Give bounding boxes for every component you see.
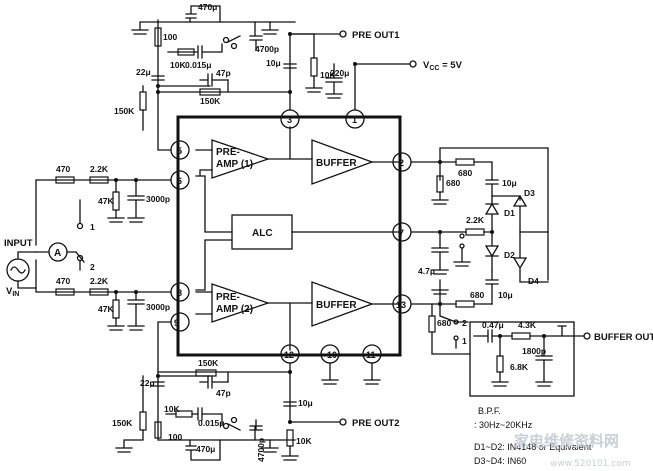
pre-out2-label: PRE OUT2 (352, 418, 400, 429)
svg-text:5: 5 (177, 146, 182, 156)
d1-label: D1 (504, 208, 515, 218)
buffer-out-label: BUFFER OUT (594, 332, 653, 343)
c47u-alc-label: 4.7μ (418, 266, 435, 276)
bpf-box (469, 321, 575, 397)
c047u-label: 0.47μ (482, 320, 504, 330)
svg-text:12: 12 (284, 350, 294, 360)
buffer1-triangle (311, 139, 374, 185)
preamp2-label: PRE- (216, 292, 240, 303)
buffer1-label: BUFFER (316, 158, 357, 169)
c1800p-label: 1800p (522, 346, 546, 356)
r100-bot-label: 100 (168, 432, 182, 442)
r680-d-label: 680 (437, 318, 451, 328)
d3-label: D3 (524, 188, 535, 198)
r150k-bot-v-label: 150K (112, 418, 133, 428)
vin-label: VIN (6, 286, 19, 298)
c22u-top-label: 22μ (136, 67, 151, 77)
d4-label: D4 (528, 276, 539, 286)
sw-o2-label: 2 (462, 318, 467, 328)
alc-label: ALC (252, 228, 273, 239)
input-label: INPUT (4, 238, 33, 249)
c0015-bot-label: 0.015μ (198, 418, 224, 428)
watermark-site: www.520101.com (550, 459, 631, 469)
r680-c-label: 680 (470, 290, 484, 300)
pre-out1-label: PRE OUT1 (352, 30, 400, 41)
note-d12: D1~D2: IN4148 or Equivalent (474, 442, 592, 452)
c0015-top-label: 0.015μ (185, 60, 211, 70)
r100-top-label: 100 (163, 32, 177, 42)
r150k-top-v-label: 150K (114, 106, 135, 116)
c10u-d2-label: 10μ (498, 290, 513, 300)
note-d34: D3~D4: IN60 (474, 456, 526, 466)
d2-label: D2 (504, 250, 515, 260)
pin-3: 3 (280, 109, 300, 129)
c10u-bot-label: 10μ (298, 398, 313, 408)
note-bpf-range: : 30Hz~20KHz (474, 420, 533, 430)
svg-text:8: 8 (177, 288, 182, 298)
pin-6: 6 (170, 170, 190, 190)
svg-text:13: 13 (396, 300, 406, 310)
r43k-label: 4.3K (518, 320, 537, 330)
svg-text:7: 7 (399, 228, 404, 238)
buffer2-triangle (311, 281, 374, 327)
c47p-top-label: 47p (216, 68, 231, 78)
c10u-top-label: 10μ (266, 58, 281, 68)
preamp1-label2: AMP (1) (216, 159, 253, 170)
ic-body (176, 115, 402, 357)
preamp1-triangle (211, 139, 271, 179)
svg-text:1: 1 (352, 115, 357, 125)
r10k-top-label: 10K (170, 60, 186, 70)
svg-text:10: 10 (327, 350, 337, 360)
pin-10: 9 (170, 312, 190, 332)
c470u-top-label: 470μ (198, 2, 217, 12)
r47k-a-label: 47K (98, 196, 114, 206)
c10u-d-label: 10μ (502, 178, 517, 188)
svg-text:2: 2 (399, 158, 404, 168)
c220u-label: 220μ (330, 68, 349, 78)
vcc-label: VCC = 5V (423, 60, 463, 72)
c3000p-a-label: 3000p (146, 194, 170, 204)
c3000p-b-label: 3000p (146, 302, 170, 312)
r10k-bot2-label: 10K (296, 436, 312, 446)
r10k-bot-label: 10K (164, 404, 180, 414)
r22k-alc-label: 2.2K (466, 215, 485, 225)
c47p-bot-label: 47p (216, 388, 231, 398)
note-bpf: B.P.F. (478, 406, 501, 416)
c22u-bot-label: 22μ (140, 378, 155, 388)
junction-dots (114, 32, 546, 424)
svg-text:9: 9 (174, 318, 179, 328)
watermark-brand: 家电维修资料网 (514, 432, 619, 450)
pin-1: 1 (345, 109, 365, 129)
pin-5: 5 (170, 140, 190, 160)
c4700p-bot-label: 4700p (256, 438, 266, 462)
r22k-a-label: 2.2K (90, 164, 109, 174)
c4700p-top-label: 4700p (255, 44, 279, 54)
pin-9: 8 (170, 282, 190, 302)
r22k-b-label: 2.2K (90, 276, 109, 286)
r680-b-label: 680 (458, 168, 472, 178)
r680-a-label: 680 (446, 178, 460, 188)
sw-2-label: 2 (90, 262, 95, 272)
r47k-b-label: 47K (98, 304, 114, 314)
sw-o1-label: 1 (462, 336, 467, 346)
r470-a-label: 470 (56, 164, 70, 174)
meter-a-label: A (54, 248, 61, 259)
c470u-bot-label: 470μ (196, 444, 215, 454)
r10k-top2-label: 10K (320, 70, 336, 80)
pin-13: 13 (392, 294, 412, 314)
buffer2-label: BUFFER (316, 300, 357, 311)
svg-text:3: 3 (287, 115, 292, 125)
svg-text:6: 6 (177, 176, 182, 186)
preamp2-label2: AMP (2) (216, 304, 253, 315)
r68k-label: 6.8K (510, 362, 529, 372)
svg-text:11: 11 (366, 350, 376, 360)
sw-1-label: 1 (90, 222, 95, 232)
r150k-top-h-label: 150K (200, 96, 221, 106)
r470-b-label: 470 (56, 276, 70, 286)
preamp1-label: PRE- (216, 147, 240, 158)
preamp2-triangle (211, 283, 271, 323)
r150k-bot-h-label: 150K (198, 358, 219, 368)
